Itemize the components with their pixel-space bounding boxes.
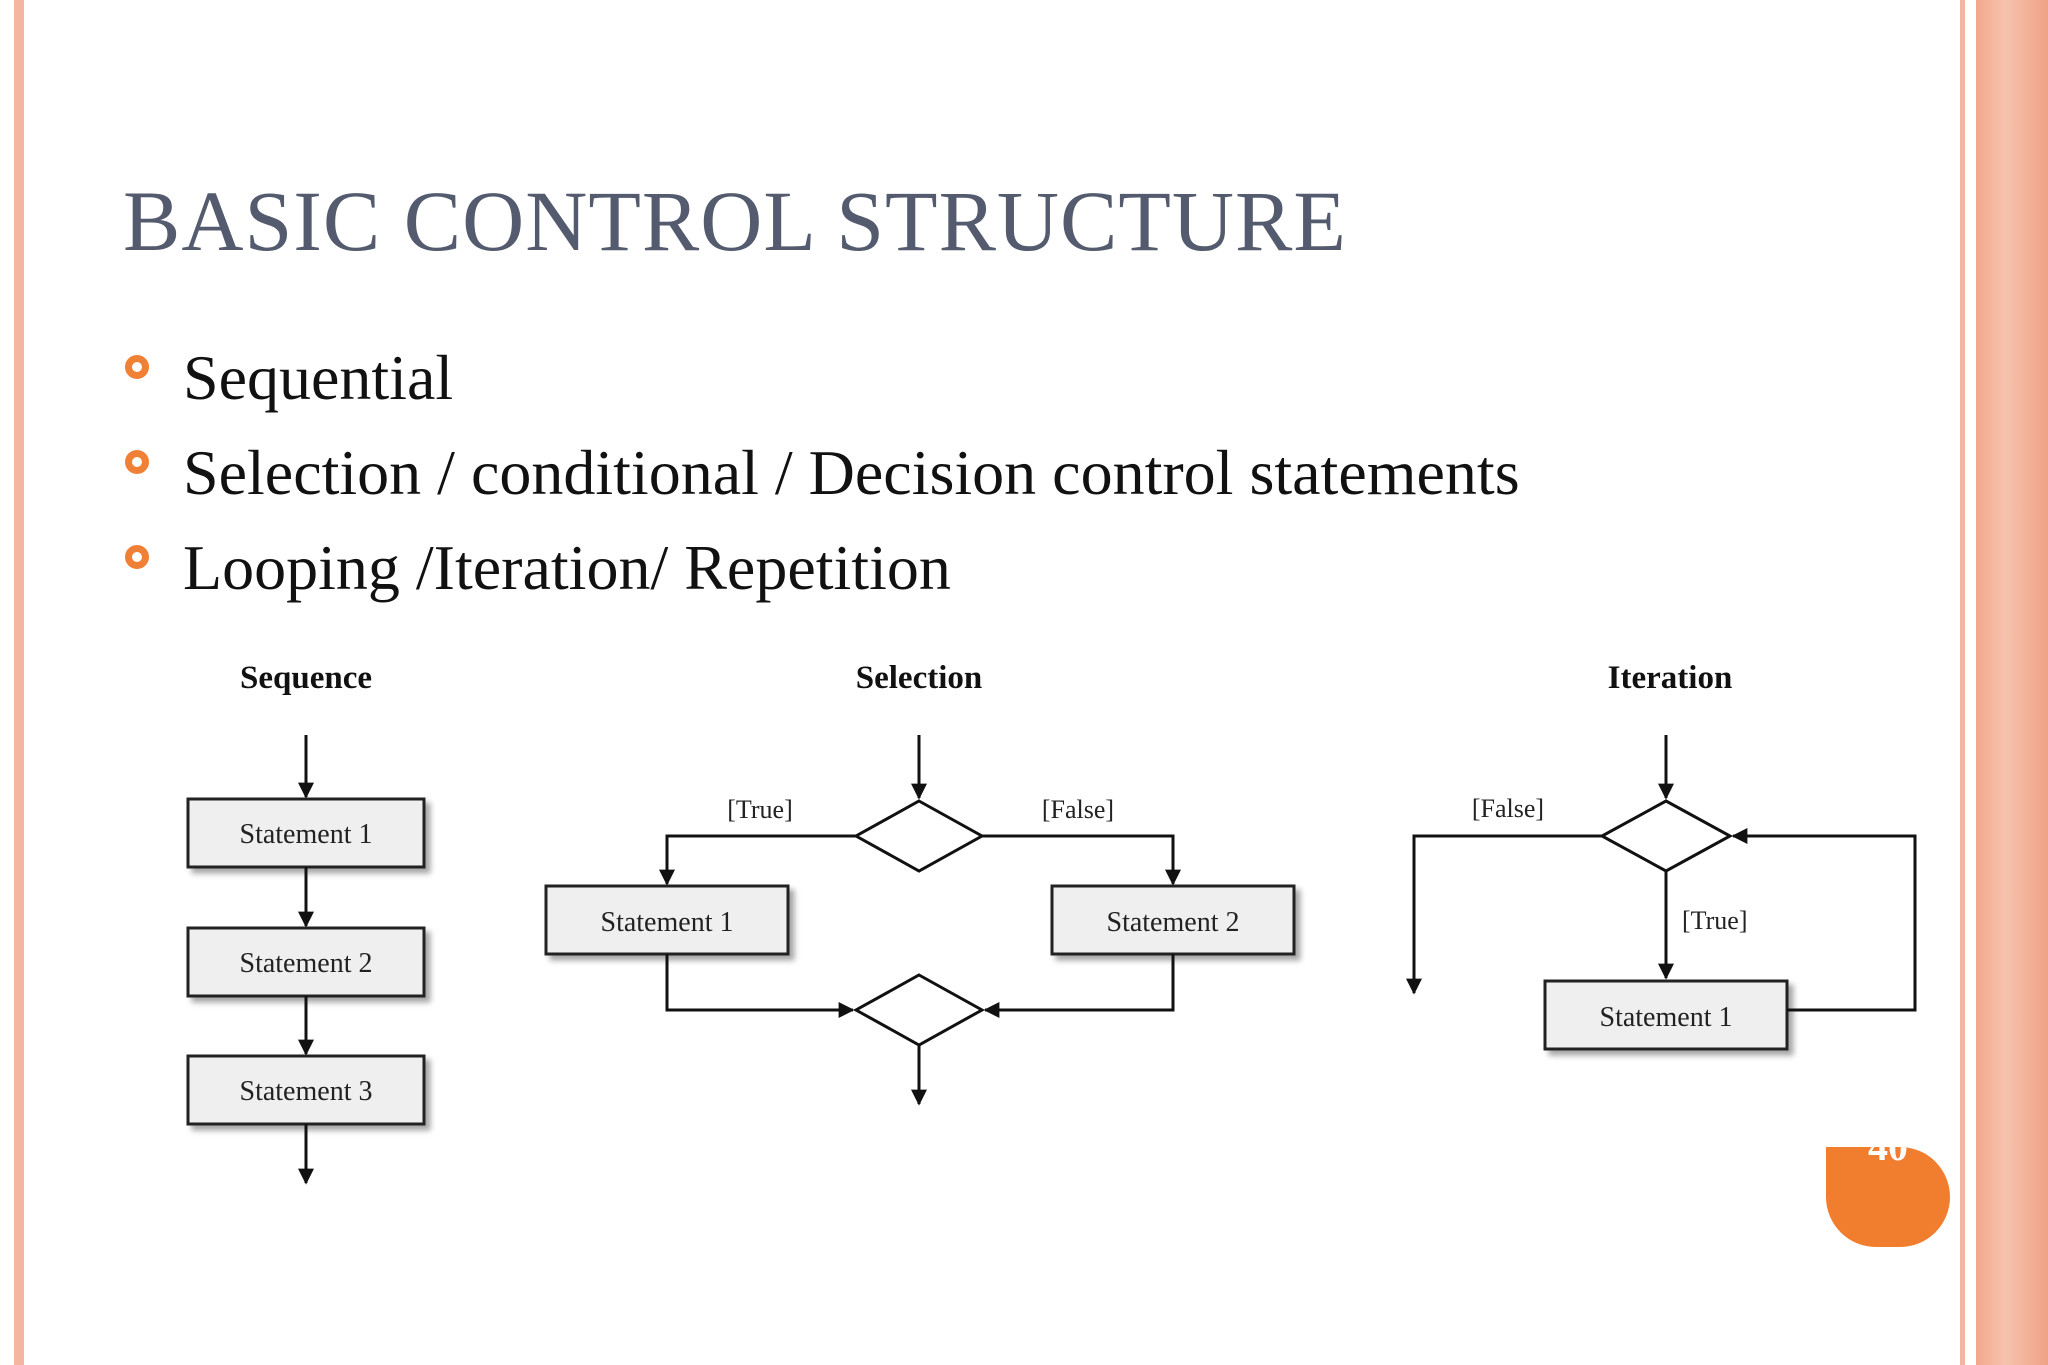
selection-merge-left: [665, 954, 855, 1018]
sequence-statement-3-label: Statement 3: [240, 1076, 373, 1107]
selection-diagram: Selection [True] [False] Statement 1 Sta…: [544, 660, 1296, 1106]
page-number-badge: 40: [1826, 1147, 1950, 1247]
selection-statement-1-label: Statement 1: [601, 907, 734, 938]
selection-false-branch: [982, 834, 1181, 886]
left-frame-border: [14, 0, 24, 1365]
iteration-true-label: [True]: [1682, 906, 1747, 935]
sequence-statement-1-label: Statement 1: [240, 819, 373, 850]
slide-title: BASIC CONTROL STRUCTURE: [123, 173, 1347, 269]
iteration-diagram: Iteration [False] [True] Statement 1: [1406, 660, 1917, 1051]
selection-statement-2-label: Statement 2: [1107, 907, 1240, 938]
page-number: 40: [1826, 1147, 1950, 1170]
bullet-item-selection: Selection / conditional / Decision contr…: [125, 425, 1520, 520]
bullet-list: Sequential Selection / conditional / Dec…: [125, 330, 1520, 615]
right-frame-band: [1976, 0, 2048, 1365]
sequence-statement-2-label: Statement 2: [240, 948, 373, 979]
bullet-text: Sequential: [183, 341, 454, 413]
bullet-text: Selection / conditional / Decision contr…: [183, 436, 1520, 508]
sequence-diagram: Sequence Statement 1 Statement 2 Stateme…: [186, 660, 426, 1185]
right-frame-line: [1960, 0, 1965, 1365]
bullet-ring-icon: [125, 544, 149, 569]
selection-true-branch: [659, 834, 856, 886]
iteration-statement-1-box: [1543, 979, 1789, 1051]
selection-statement-1-box: [544, 884, 790, 956]
iteration-heading: Iteration: [1608, 660, 1733, 696]
selection-true-label: [True]: [727, 795, 792, 824]
iteration-statement-1-label: Statement 1: [1600, 1002, 1733, 1033]
selection-statement-2-box: [1050, 884, 1296, 956]
selection-heading: Selection: [856, 660, 982, 696]
iteration-false-exit: [1406, 834, 1602, 995]
iteration-decision-diamond: [1598, 799, 1734, 873]
bullet-ring-icon: [125, 449, 149, 474]
bullet-item-looping: Looping /Iteration/ Repetition: [125, 520, 1520, 615]
iteration-false-label: [False]: [1472, 794, 1544, 823]
sequence-heading: Sequence: [240, 660, 372, 696]
bullet-text: Looping /Iteration/ Repetition: [183, 531, 951, 603]
bullet-ring-icon: [125, 354, 149, 379]
selection-decision-diamond: [852, 799, 986, 873]
bullet-item-sequential: Sequential: [125, 330, 1520, 425]
selection-merge-diamond: [852, 973, 986, 1047]
sequence-statement-3-box: [186, 1054, 426, 1126]
iteration-loop-back: [1731, 828, 1917, 1012]
selection-false-label: [False]: [1042, 795, 1114, 824]
selection-merge-right: [983, 954, 1175, 1018]
